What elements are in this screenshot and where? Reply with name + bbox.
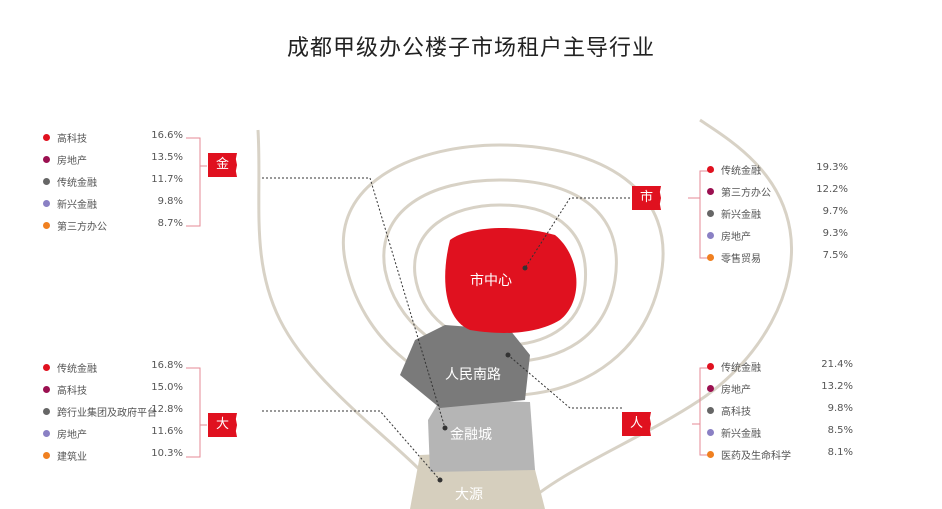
industry-share: 9.7% bbox=[822, 206, 848, 217]
bullet-dot-icon bbox=[43, 178, 50, 185]
industry-label: 高科技 bbox=[57, 134, 87, 145]
bullet-dot-icon bbox=[707, 363, 714, 370]
industry-label: 房地产 bbox=[57, 430, 87, 441]
industry-label: 新兴金融 bbox=[721, 210, 761, 221]
bullet-dot-icon bbox=[43, 200, 50, 207]
bullet-dot-icon bbox=[43, 386, 50, 393]
industry-share: 19.3% bbox=[816, 162, 848, 173]
industry-label: 第三方办公 bbox=[721, 188, 771, 199]
industry-label: 房地产 bbox=[57, 156, 87, 167]
bullet-dot-icon bbox=[43, 134, 50, 141]
bullet-dot-icon bbox=[707, 232, 714, 239]
area-center bbox=[445, 228, 577, 333]
area-tag-center: 市中心 bbox=[632, 186, 662, 210]
area-label-jinrong: 金融城 bbox=[450, 427, 492, 443]
bullet-dot-icon bbox=[43, 156, 50, 163]
industry-share: 13.5% bbox=[151, 152, 183, 163]
industry-share: 16.8% bbox=[151, 360, 183, 371]
industry-share: 21.4% bbox=[821, 359, 853, 370]
industry-label: 高科技 bbox=[57, 386, 87, 397]
industry-share: 16.6% bbox=[151, 130, 183, 141]
bullet-dot-icon bbox=[707, 385, 714, 392]
bullet-dot-icon bbox=[43, 452, 50, 459]
ring-outer bbox=[256, 118, 793, 509]
industry-label: 房地产 bbox=[721, 385, 751, 396]
industry-label: 房地产 bbox=[721, 232, 751, 243]
industry-label: 建筑业 bbox=[57, 452, 87, 463]
industry-share: 8.1% bbox=[827, 447, 853, 458]
industry-share: 12.8% bbox=[151, 404, 183, 415]
bullet-dot-icon bbox=[707, 166, 714, 173]
industry-share: 9.3% bbox=[822, 228, 848, 239]
industry-share: 7.5% bbox=[822, 250, 848, 261]
bullet-dot-icon bbox=[43, 408, 50, 415]
industry-label: 新兴金融 bbox=[721, 429, 761, 440]
bullet-dot-icon bbox=[707, 429, 714, 436]
industry-label: 高科技 bbox=[721, 407, 751, 418]
bullet-dot-icon bbox=[707, 210, 714, 217]
industry-share: 11.6% bbox=[151, 426, 183, 437]
bullet-dot-icon bbox=[43, 222, 50, 229]
industry-share: 9.8% bbox=[827, 403, 853, 414]
bullet-dot-icon bbox=[707, 451, 714, 458]
industry-share: 10.3% bbox=[151, 448, 183, 459]
bullet-dot-icon bbox=[43, 364, 50, 371]
area-tag-renmin: 人民南路 bbox=[622, 412, 652, 436]
industry-label: 传统金融 bbox=[57, 178, 97, 189]
industry-share: 13.2% bbox=[821, 381, 853, 392]
area-jinrongcheng bbox=[428, 400, 535, 472]
industry-label: 传统金融 bbox=[721, 363, 761, 374]
industry-label: 零售贸易 bbox=[721, 254, 761, 265]
industry-label: 传统金融 bbox=[721, 166, 761, 177]
bullet-dot-icon bbox=[707, 188, 714, 195]
area-tag-jinrong: 金融城 bbox=[208, 153, 238, 177]
industry-share: 9.8% bbox=[157, 196, 183, 207]
area-tag-dayuan: 大源 bbox=[208, 413, 238, 437]
industry-label: 医药及生命科学 bbox=[721, 451, 791, 462]
bullet-dot-icon bbox=[707, 254, 714, 261]
area-renminnanlu bbox=[400, 325, 530, 408]
area-label-center: 市中心 bbox=[470, 273, 512, 289]
page-title: 成都甲级办公楼子市场租户主导行业 bbox=[286, 36, 655, 61]
bullet-dot-icon bbox=[43, 430, 50, 437]
industry-share: 11.7% bbox=[151, 174, 183, 185]
industry-share: 12.2% bbox=[816, 184, 848, 195]
industry-label: 第三方办公 bbox=[57, 222, 107, 233]
industry-label: 传统金融 bbox=[57, 364, 97, 375]
industry-share: 15.0% bbox=[151, 382, 183, 393]
industry-share: 8.7% bbox=[157, 218, 183, 229]
area-label-renmin: 人民南路 bbox=[445, 367, 501, 383]
industry-label: 新兴金融 bbox=[57, 200, 97, 211]
industry-share: 8.5% bbox=[827, 425, 853, 436]
industry-label: 跨行业集团及政府平台 bbox=[57, 408, 157, 419]
bullet-dot-icon bbox=[707, 407, 714, 414]
area-label-dayuan: 大源 bbox=[455, 487, 483, 503]
